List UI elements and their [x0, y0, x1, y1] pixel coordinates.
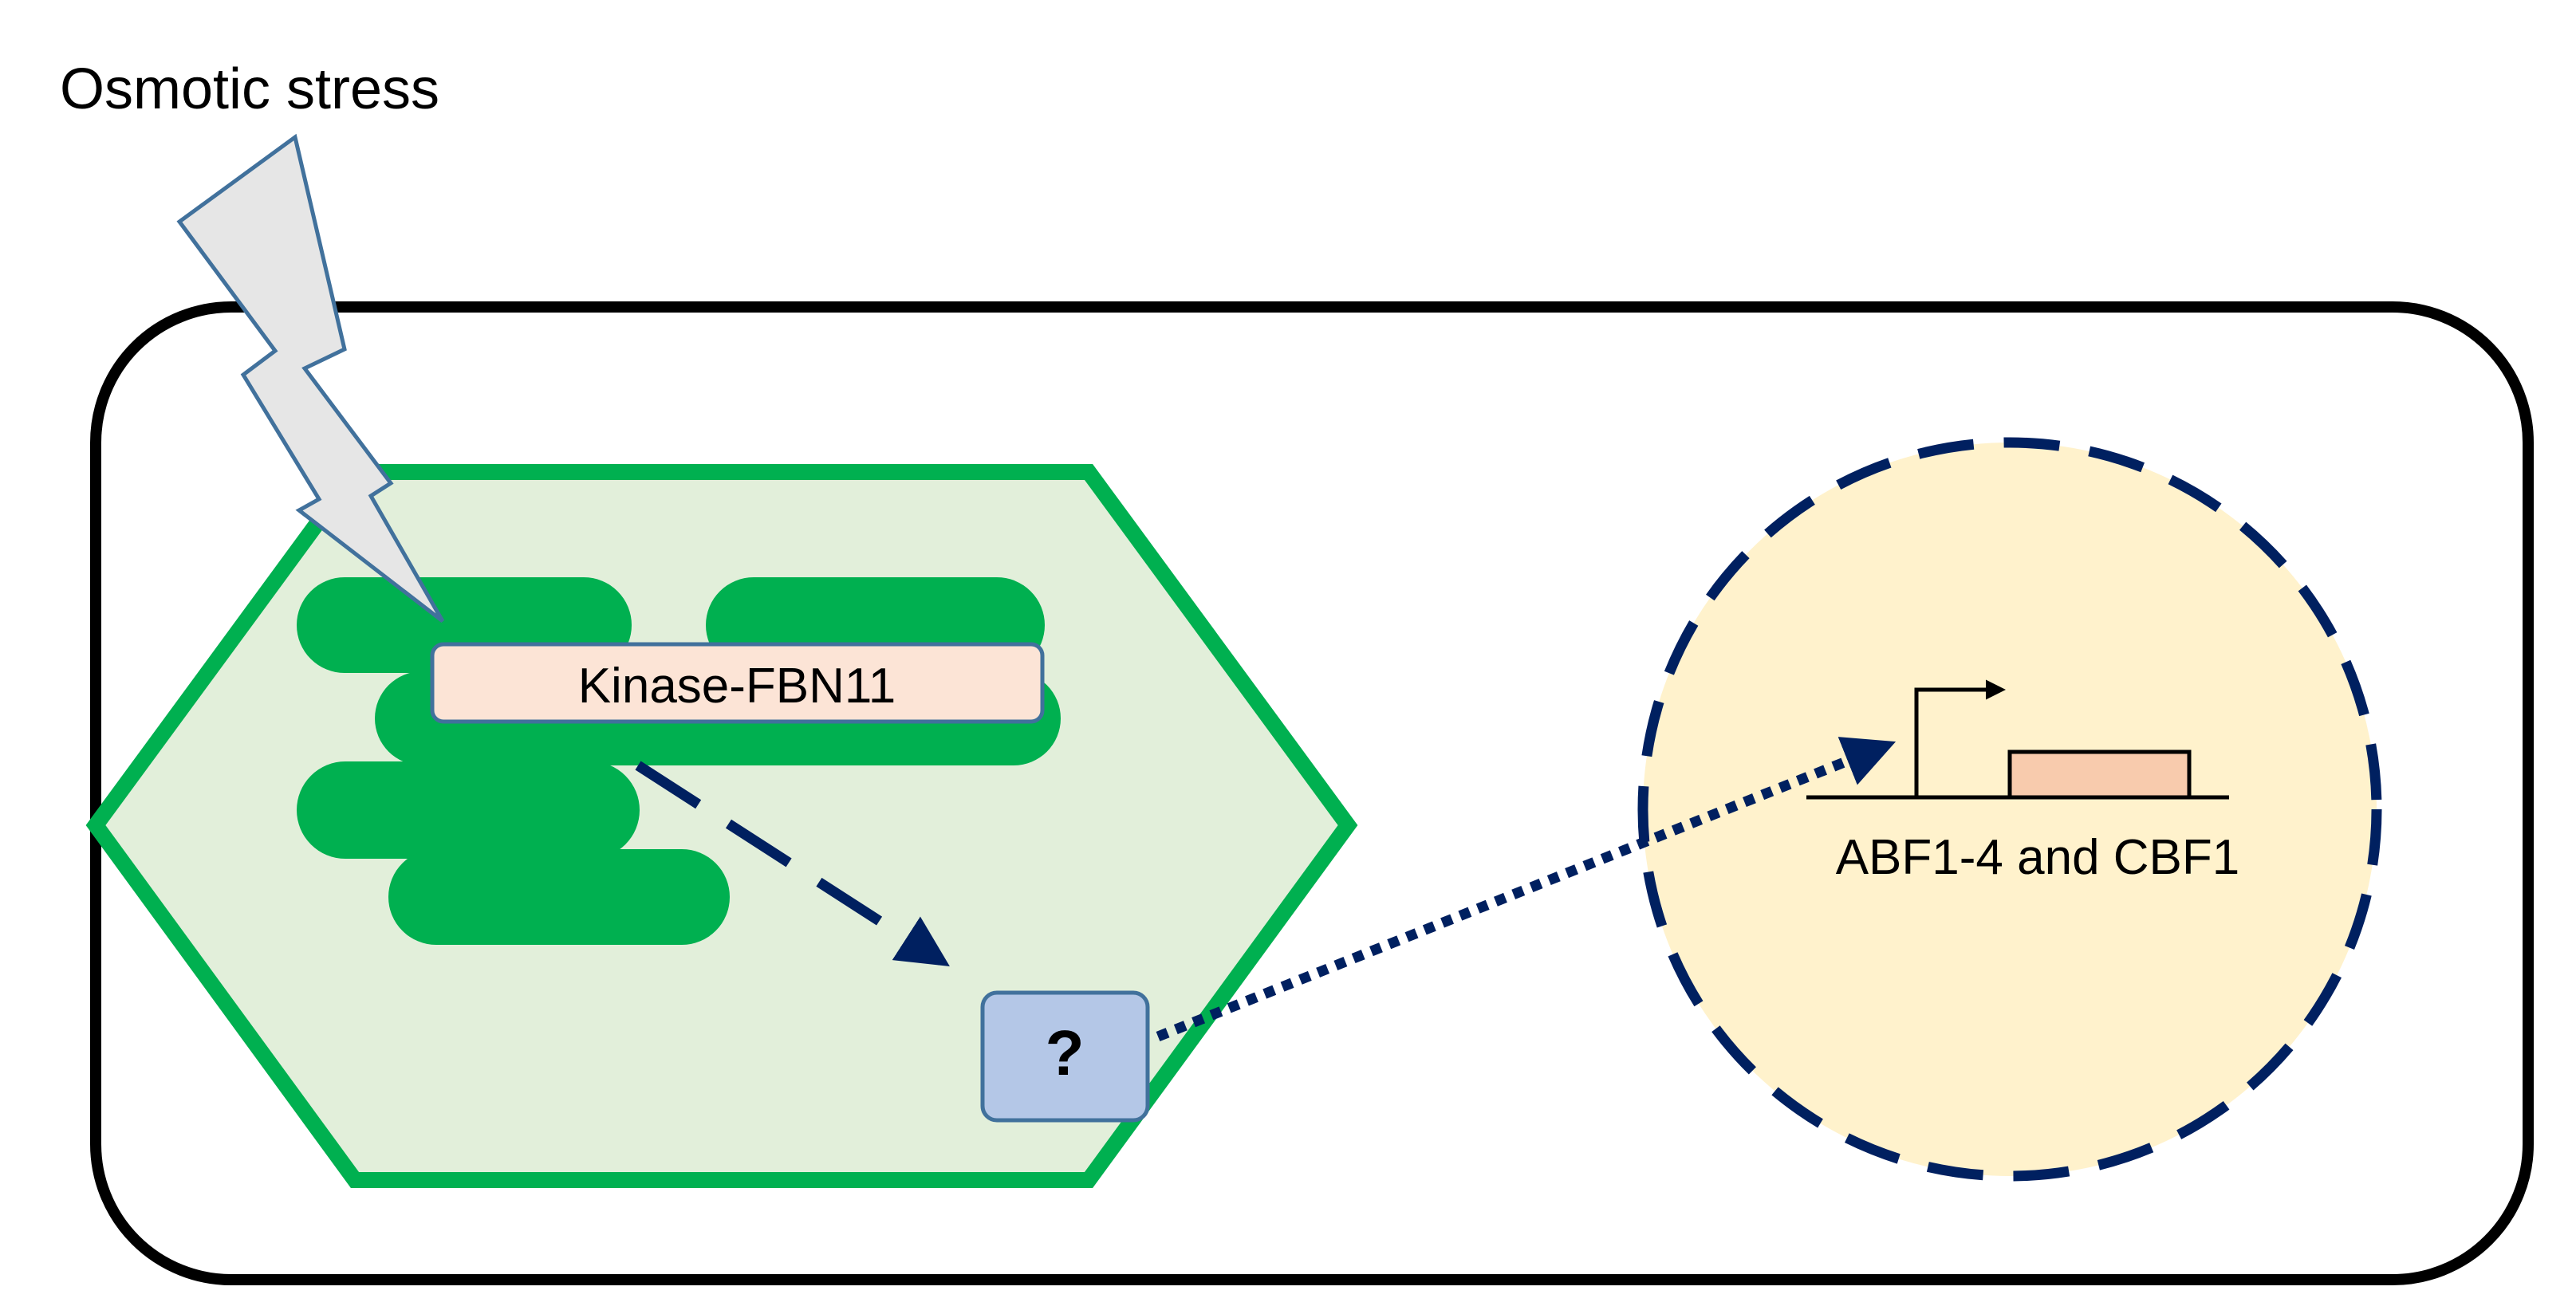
nucleus: [1637, 437, 2382, 1182]
kinase-fbn11-label: Kinase-FBN11: [578, 659, 896, 714]
gene-coding-box: [2007, 749, 2192, 800]
thylakoid-4: [297, 761, 640, 859]
osmotic-stress-label: Osmotic stress: [60, 57, 439, 121]
transcription-dotted-arrow: [1156, 737, 1897, 1042]
lightning-bolt-icon: [176, 133, 445, 623]
unknown-factor-label: ?: [1046, 1017, 1085, 1088]
kinase-fbn11-box: [430, 642, 1045, 724]
thylakoid-5: [388, 849, 730, 945]
signaling-dashed-arrow: [635, 761, 950, 967]
transcription-start-arrow-icon: [1914, 679, 2006, 797]
chloroplast: [85, 464, 1358, 1188]
gene-schematic: [1806, 679, 2229, 800]
unknown-factor-box: [980, 990, 1150, 1123]
gene-label: ABF1-4 and CBF1: [1836, 830, 2240, 885]
